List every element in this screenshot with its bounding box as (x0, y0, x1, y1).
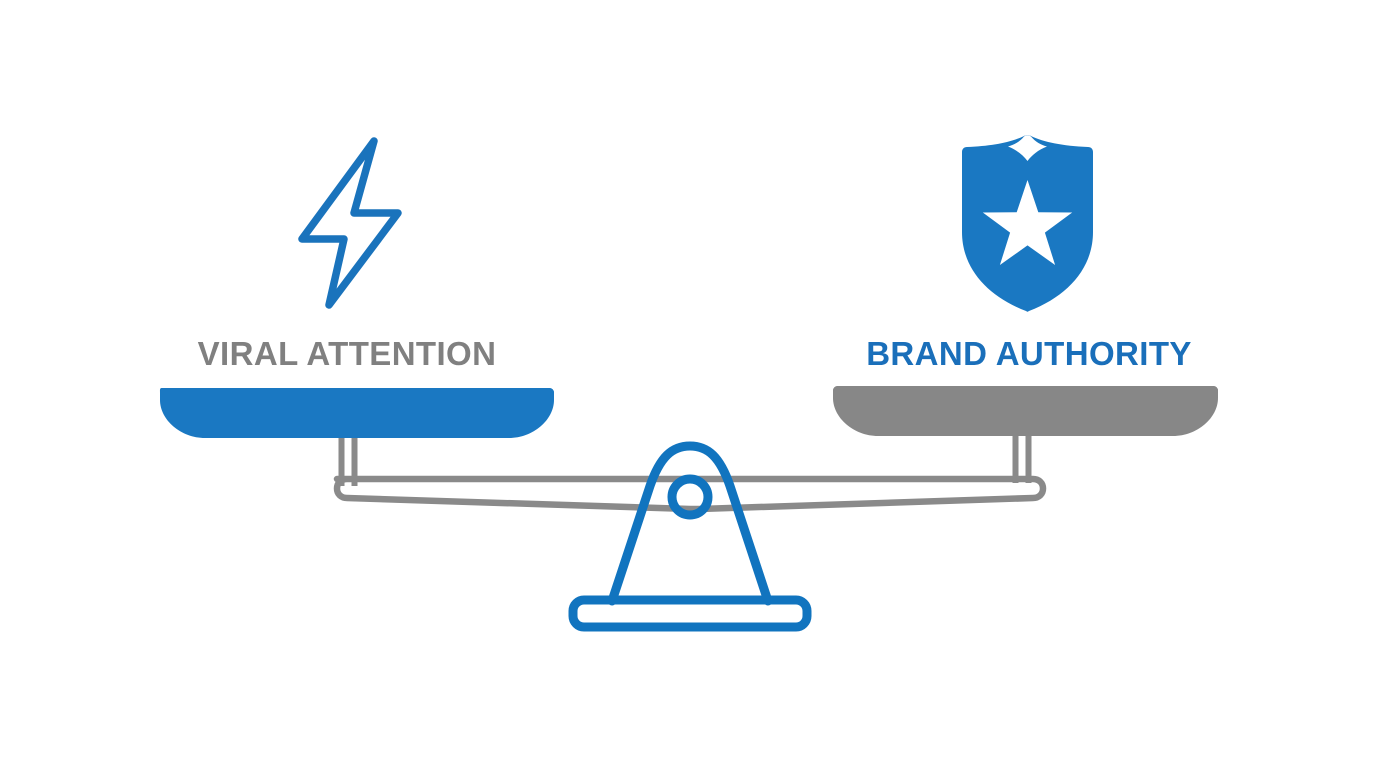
left-scale-pan (159, 388, 555, 438)
pan-hanger-left (338, 436, 358, 486)
right-scale-pan (833, 386, 1218, 436)
right-label-brand-authority: BRAND AUTHORITY (866, 335, 1192, 372)
pan-hanger-right (1012, 433, 1032, 483)
left-label-viral-attention: VIRAL ATTENTION (197, 335, 497, 372)
pivot-circle (667, 474, 713, 520)
shield-star-icon (962, 135, 1093, 312)
balance-beam (333, 475, 1047, 513)
lightning-bolt-icon (298, 137, 402, 309)
balance-fulcrum (607, 441, 773, 606)
balance-base (568, 595, 812, 632)
